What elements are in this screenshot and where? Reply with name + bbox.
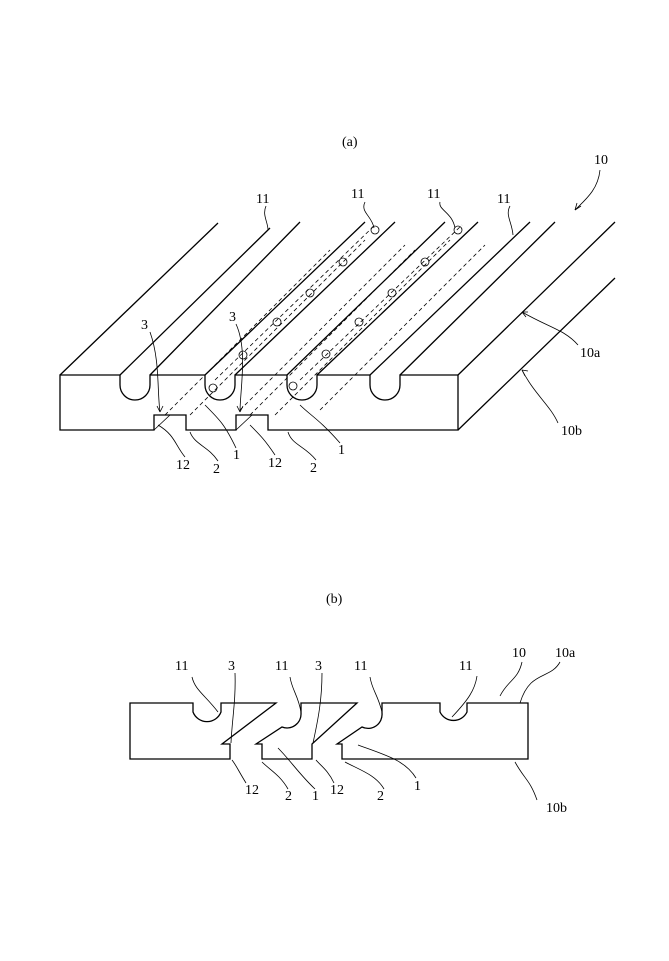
label-1: 1 xyxy=(414,779,421,794)
label-11: 11 xyxy=(175,659,188,674)
label-11: 11 xyxy=(459,659,472,674)
label-11: 11 xyxy=(354,659,367,674)
label-11: 11 xyxy=(427,187,440,202)
label-11: 11 xyxy=(351,187,364,202)
label-10: 10 xyxy=(512,646,526,661)
label-1: 1 xyxy=(312,789,319,804)
label-1: 1 xyxy=(233,448,240,463)
step-bevel-2 xyxy=(236,415,252,430)
label-12: 12 xyxy=(330,783,344,798)
label-3: 3 xyxy=(141,318,148,333)
label-3: 3 xyxy=(229,310,236,325)
label-2: 2 xyxy=(377,789,384,804)
label-11: 11 xyxy=(497,192,510,207)
hidden-lines xyxy=(165,225,485,415)
label-12: 12 xyxy=(176,458,190,473)
figure-a-caption: (a) xyxy=(342,135,358,150)
label-1: 1 xyxy=(338,443,345,458)
board-cross-section xyxy=(130,703,276,759)
label-10a: 10a xyxy=(555,646,576,661)
label-2: 2 xyxy=(310,461,317,476)
label-11: 11 xyxy=(275,659,288,674)
figure-a: (a) 11 11 11 11 10 10a xyxy=(60,135,615,477)
label-10b: 10b xyxy=(546,801,567,816)
board-right-segment xyxy=(337,703,528,759)
label-2: 2 xyxy=(213,462,220,477)
label-3: 3 xyxy=(228,659,235,674)
label-11: 11 xyxy=(256,192,269,207)
board-front-face xyxy=(60,375,458,430)
label-3: 3 xyxy=(315,659,322,674)
label-12: 12 xyxy=(245,783,259,798)
label-10: 10 xyxy=(594,153,608,168)
figure-b: (b) 11 3 11 3 11 11 10 10a 10b 12 2 1 12… xyxy=(130,592,576,816)
label-12: 12 xyxy=(268,456,282,471)
label-10b: 10b xyxy=(561,424,582,439)
label-10a: 10a xyxy=(580,346,601,361)
label-2: 2 xyxy=(285,789,292,804)
leader-lines-b xyxy=(192,662,560,800)
figure-b-caption: (b) xyxy=(326,592,343,607)
